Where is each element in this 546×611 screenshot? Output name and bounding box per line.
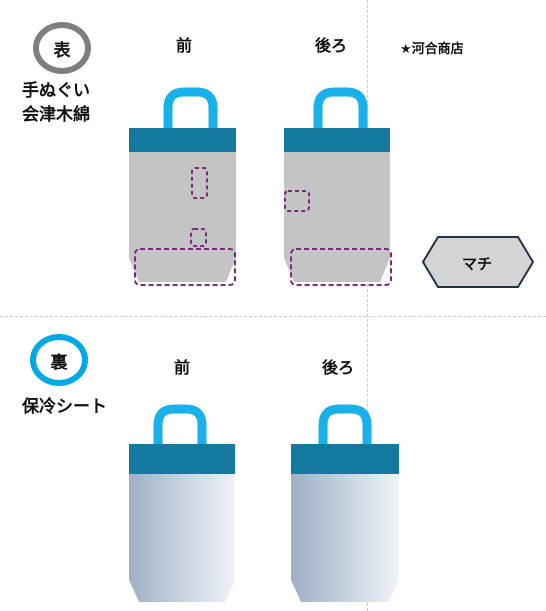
outer-front-band xyxy=(129,128,236,152)
outer-badge-text: 表 xyxy=(53,40,71,61)
lining-badge-text: 裏 xyxy=(50,352,68,373)
outer-material-line1: 手ぬぐい xyxy=(22,81,90,101)
lining-front-band xyxy=(129,444,235,474)
outer-front-handle xyxy=(163,87,218,128)
section-divider-vertical xyxy=(367,0,368,611)
gusset-badge xyxy=(421,236,535,288)
lining-front-handle xyxy=(153,404,207,444)
outer-back-bag xyxy=(284,87,392,286)
outer-back-band xyxy=(284,128,390,152)
outer-material-line2: 会津木綿 xyxy=(22,105,90,125)
lining-front-bag xyxy=(129,404,235,602)
outer-back-handle xyxy=(313,87,368,128)
lining-material: 保冷シート xyxy=(22,397,107,417)
lining-back-label: 後ろ xyxy=(322,358,355,377)
lining-front-body xyxy=(129,474,235,602)
outer-front-bag xyxy=(129,87,236,286)
outer-back-label: 後ろ xyxy=(315,36,348,55)
outer-front-pocket-zone xyxy=(134,248,236,286)
outer-back-pocket-zone xyxy=(290,248,392,286)
lining-back-band xyxy=(291,444,399,474)
lining-back-bag xyxy=(291,404,399,602)
section-divider-horizontal xyxy=(0,316,546,317)
lining-front-label: 前 xyxy=(174,358,191,377)
lining-back-body xyxy=(291,474,399,602)
brand-label: ★河合商店 xyxy=(400,42,464,57)
lining-back-handle xyxy=(318,404,372,444)
outer-front-body xyxy=(129,152,236,282)
outer-front-label: 前 xyxy=(176,36,193,55)
outer-back-body xyxy=(284,152,390,282)
lining-badge: 裏 xyxy=(30,334,88,386)
outer-back-tag xyxy=(284,190,310,212)
gusset-label: マチ xyxy=(461,254,492,273)
outer-badge: 表 xyxy=(33,22,91,74)
